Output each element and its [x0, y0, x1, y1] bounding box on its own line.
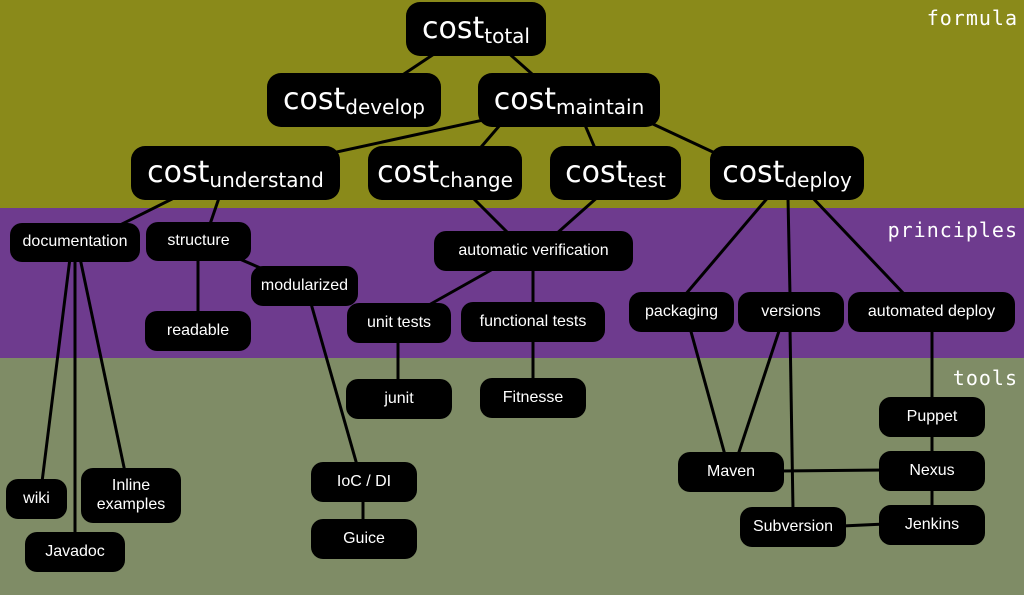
link-versions-subversion [788, 327, 795, 511]
cost-maintain-main: cost [493, 81, 556, 117]
documentation-node: documentation [10, 223, 140, 262]
junit-node: junit [346, 379, 452, 419]
link-documentation-inline [78, 257, 127, 473]
functional-tests-node: functional tests [461, 302, 605, 342]
link-test-verification [554, 193, 601, 237]
wiki-node: wiki [6, 479, 67, 519]
link-documentation-wiki [40, 257, 72, 483]
javadoc-node: Javadoc [25, 532, 125, 572]
cost-deploy-sub: deploy [784, 167, 852, 192]
subversion-node: Subversion [740, 507, 846, 547]
puppet-node: Puppet [879, 397, 985, 437]
modularized-node: modularized [251, 266, 358, 306]
jenkins-node: Jenkins [879, 505, 985, 545]
link-deploy-packaging [683, 194, 772, 296]
link-modularized-ioc [308, 299, 359, 466]
cost-develop-main: cost [283, 81, 346, 117]
cost-develop-sub: develop [345, 94, 425, 119]
link-subversion-jenkins [841, 522, 886, 528]
link-verification-unittests [419, 263, 501, 312]
link-deploy-versions [786, 197, 792, 296]
link-versions-maven [736, 327, 782, 456]
formula-band-label: formula [926, 6, 1018, 30]
automated-deploy-node: automated deploy [848, 292, 1015, 332]
fitnesse-node: Fitnesse [480, 378, 586, 418]
automatic-verification-node: automatic verification [434, 231, 633, 271]
cost-understand-main: cost [147, 154, 210, 190]
nexus-node: Nexus [879, 451, 985, 491]
cost-change-sub: change [439, 167, 513, 192]
readable-node: readable [145, 311, 251, 351]
link-change-verification [468, 193, 512, 237]
packaging-node: packaging [629, 292, 734, 332]
cost-test-main: cost [565, 154, 628, 190]
cost-maintain-sub: maintain [555, 94, 645, 119]
cost-total-sub: total [484, 23, 530, 48]
cost-deploy-main: cost [722, 154, 785, 190]
principles-band-label: principles [887, 218, 1018, 242]
cost-change-main: cost [377, 154, 440, 190]
cost-total-main: cost [422, 10, 485, 46]
link-packaging-maven [688, 327, 727, 456]
link-deploy-automated [808, 193, 907, 297]
ioc-di-node: IoC / DI [311, 462, 417, 502]
cost-understand-sub: understand [209, 167, 324, 192]
guice-node: Guice [311, 519, 417, 559]
unit-tests-node: unit tests [347, 303, 451, 343]
maven-node: Maven [678, 452, 784, 492]
link-maven-nexus [779, 468, 886, 473]
structure-node: structure [146, 222, 251, 261]
cost-test-sub: test [627, 167, 666, 192]
tools-band-label: tools [952, 366, 1018, 390]
versions-node: versions [738, 292, 844, 332]
inline-examples-node: Inline examples [81, 468, 181, 523]
